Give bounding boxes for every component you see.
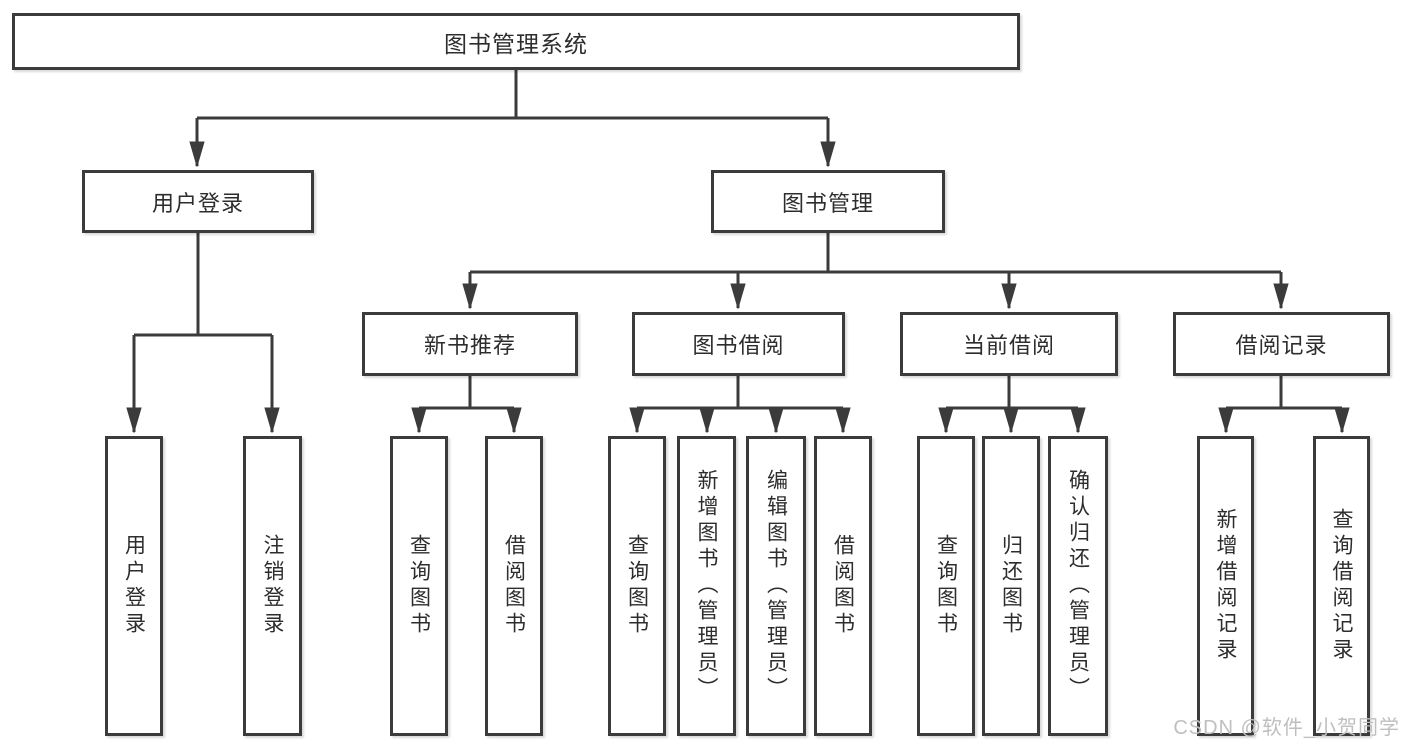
node-label: 查询借阅记录 (1330, 508, 1353, 664)
leaf-current-borrow-confirm-return-admin: 确认归还（管理员） (1048, 436, 1108, 736)
node-borrowing-records: 借阅记录 (1173, 312, 1390, 376)
node-label: 借阅记录 (1235, 333, 1328, 358)
leaf-records-query-borrow-record: 查询借阅记录 (1313, 436, 1370, 736)
leaf-book-borrow-add-books-admin: 新增图书（管理员） (677, 436, 736, 736)
node-label: 归还图书 (999, 534, 1023, 638)
leaf-records-add-borrow-record: 新增借阅记录 (1197, 436, 1254, 736)
leaf-book-borrow-query-books: 查询图书 (608, 436, 666, 736)
node-label: 新增图书（管理员） (695, 469, 718, 703)
node-library-management-system: 图书管理系统 (12, 13, 1020, 70)
leaf-book-borrow-borrow-books: 借阅图书 (814, 436, 872, 736)
node-label: 查询图书 (407, 534, 431, 638)
node-book-borrowing: 图书借阅 (632, 312, 845, 376)
node-label: 查询图书 (625, 534, 649, 638)
node-label: 用户登录 (122, 534, 146, 638)
node-current-borrowing: 当前借阅 (900, 312, 1118, 376)
leaf-new-book-borrow-books: 借阅图书 (485, 436, 543, 736)
node-label: 确认归还（管理员） (1066, 469, 1090, 703)
leaf-current-borrow-return-books: 归还图书 (982, 436, 1040, 736)
node-label: 借阅图书 (502, 534, 526, 638)
node-label: 新增借阅记录 (1214, 508, 1237, 664)
csdn-watermark: CSDN @软件_小贺同学 (1173, 717, 1400, 739)
node-label: 借阅图书 (831, 534, 855, 638)
node-label: 图书管理系统 (444, 30, 588, 57)
node-new-book-recommendation: 新书推荐 (362, 312, 578, 376)
leaf-current-borrow-query-books: 查询图书 (917, 436, 975, 736)
node-label: 用户登录 (151, 190, 244, 216)
leaf-logout: 注销登录 (243, 436, 302, 736)
node-label: 图书管理 (781, 190, 874, 216)
node-label: 编辑图书（管理员） (764, 469, 788, 703)
node-label: 图书借阅 (692, 333, 785, 358)
node-label: 查询图书 (934, 534, 958, 638)
leaf-new-book-query-books: 查询图书 (390, 436, 448, 736)
node-label: 新书推荐 (423, 333, 516, 358)
node-book-management: 图书管理 (711, 170, 945, 233)
node-label: 注销登录 (261, 534, 284, 638)
node-label: 当前借阅 (962, 333, 1055, 358)
leaf-book-borrow-edit-books-admin: 编辑图书（管理员） (746, 436, 806, 736)
node-user-login: 用户登录 (82, 170, 314, 233)
leaf-user-login: 用户登录 (105, 436, 163, 736)
